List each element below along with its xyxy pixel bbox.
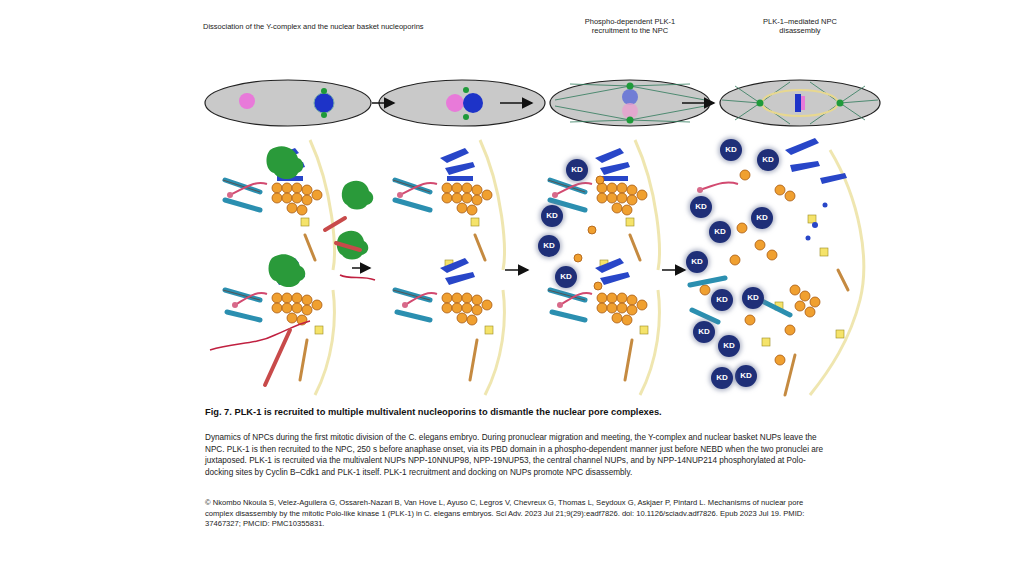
figure-caption: Dynamics of NPCs during the first mitoti… [205,432,830,478]
panel-label: Phospho-dependent PLK-1 recruitment to t… [578,17,682,35]
kinase-domain-circle: KD [757,149,779,171]
node-label: KD [716,296,728,304]
node-label: KD [571,166,583,174]
node-label: KD [546,212,558,220]
kinase-domain-circle: KD [718,335,740,357]
kinase-domain-circle: KD [555,266,577,288]
kinase-domain-circle: KD [711,367,733,389]
node-label: KD [723,342,735,350]
node-label: KD [740,372,752,380]
node-label: KD [725,146,737,154]
panel-label: Dissociation of the Y-complex and the nu… [203,22,424,31]
node-label: KD [691,258,703,266]
node-label: KD [543,242,555,250]
kinase-domain-circle: KD [541,205,563,227]
kinase-domain-circle: KD [720,139,742,161]
kinase-domain-circle: KD [742,287,764,309]
kinase-domain-circle: KD [735,365,757,387]
node-label: KD [747,294,759,302]
kinase-domain-circle: KD [709,221,731,243]
kinase-domain-circle: KD [711,289,733,311]
node-label: KD [695,203,707,211]
node-label: KD [560,273,572,281]
node-label: KD [698,328,710,336]
kinase-domain-circle: KD [686,251,708,273]
figure-title: Fig. 7. PLK-1 is recruited to multiple m… [205,407,845,417]
node-label: KD [714,228,726,236]
node-label: KD [716,374,728,382]
kinase-domain-circle: KD [693,321,715,343]
node-label: KD [762,156,774,164]
kinase-domain-circle: KD [690,196,712,218]
kinase-domain-circle: KD [566,159,588,181]
kinase-domain-circle: KD [751,207,773,229]
node-label: KD [756,214,768,222]
kinase-domain-circle: KD [538,235,560,257]
panel-label: PLK-1–mediated NPC disassembly [752,17,848,35]
citation: © Nkombo Nkoula S, Velez-Aguilera G, Oss… [205,498,817,530]
